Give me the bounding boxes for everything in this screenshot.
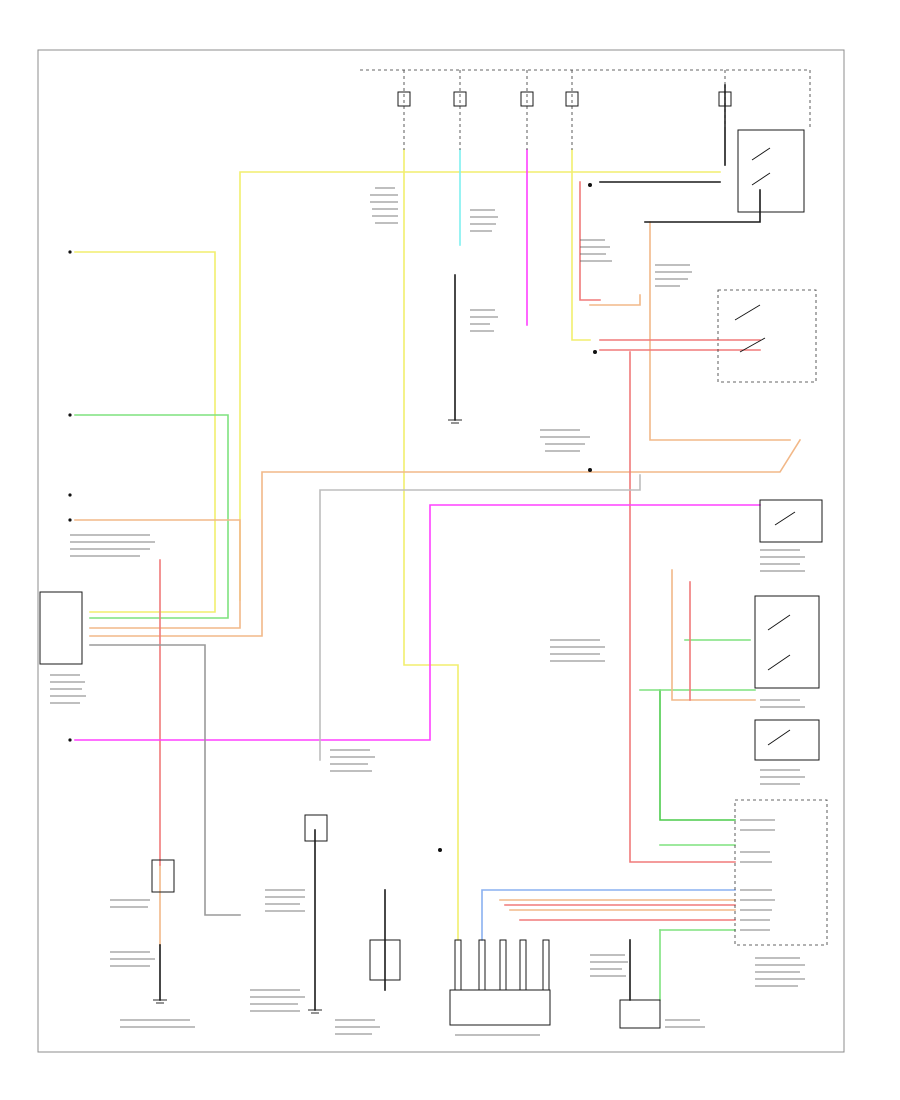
fuse-column-3 [520, 70, 534, 150]
splice-1 [593, 350, 597, 354]
bottom-mid-relay [369, 939, 401, 981]
right-switch-2 [754, 595, 820, 689]
central-relay-block [717, 289, 817, 383]
wire-orange-mid [89, 438, 802, 637]
wire-yellow-right-relay [571, 149, 591, 341]
ground-bottom-left [153, 999, 167, 1004]
wire-green-right-1 [659, 689, 736, 821]
right-switch-3 [754, 719, 820, 761]
splice-3 [588, 468, 592, 472]
ground-symbols [153, 183, 597, 1014]
top-right-switch [737, 129, 805, 213]
wire-gray-mid [319, 474, 641, 761]
wire-black-top-right-2 [644, 189, 761, 223]
wire-blue-bottom [481, 889, 736, 941]
bottom-connector-pins [454, 939, 550, 991]
wires [74, 84, 802, 1011]
wire-yellow-top [239, 171, 721, 601]
wire-orange-relay [589, 294, 641, 306]
wire-yellow-left-feed [74, 251, 216, 613]
components [39, 129, 828, 1029]
bottom-left-relay [151, 859, 175, 893]
splice-2 [588, 183, 592, 187]
wire-pink-long [74, 504, 761, 741]
wire-gray-left [89, 644, 241, 916]
right-lower-module [734, 799, 828, 946]
ground-bottom-mid [308, 1009, 322, 1014]
wire-ltgreen-left [74, 414, 229, 619]
bottom-mid-switch [304, 814, 328, 842]
left-module-connector [39, 591, 83, 665]
bottom-right-component [619, 999, 661, 1029]
wire-red-right-long [629, 351, 736, 863]
fuse-column-4 [565, 70, 579, 150]
fuse-column-5 [718, 70, 732, 130]
right-switch-1 [759, 499, 823, 543]
top-fuses [360, 69, 811, 150]
label-marks [50, 187, 805, 1036]
ground-center [448, 419, 462, 424]
wire-orange-right-low [671, 569, 756, 701]
diagram-border [37, 49, 845, 1053]
bottom-center-connector [449, 989, 551, 1026]
wire-yellow-vertical-mid [403, 149, 459, 941]
fuse-column-2 [453, 70, 467, 150]
splice-4 [438, 848, 442, 852]
fuse-column-1 [397, 70, 411, 150]
left-terminals [68, 250, 72, 742]
wire-red-top [579, 181, 601, 301]
wire-orange-long [74, 519, 241, 629]
wire-orange-right-vert [649, 221, 791, 441]
